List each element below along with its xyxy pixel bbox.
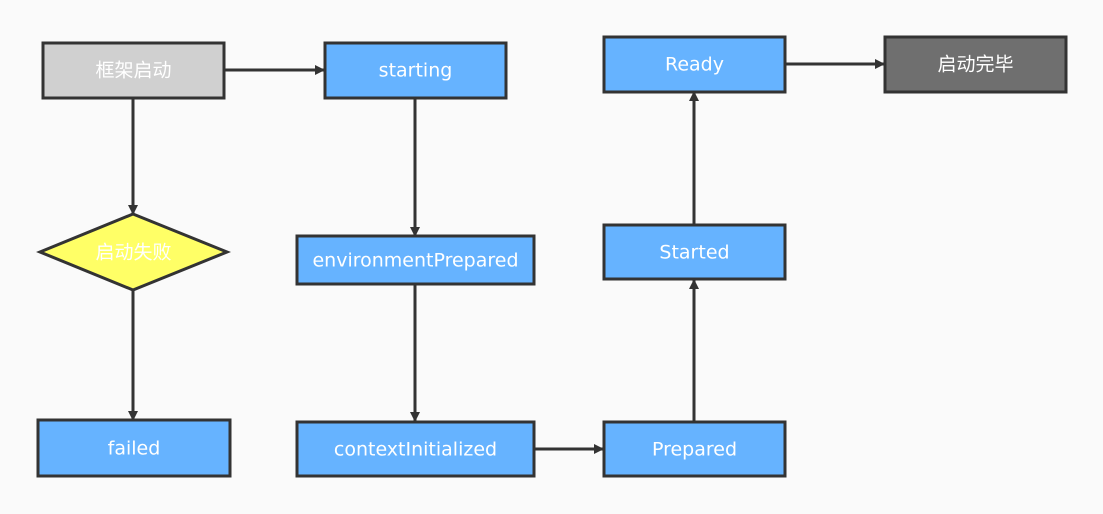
- node-framework-start: 框架启动: [41, 41, 226, 100]
- node-framework-start-label: 框架启动: [95, 60, 171, 82]
- node-startup-failed-diamond: [36, 212, 232, 292]
- node-started-box: [602, 223, 787, 281]
- node-startup-failed: 启动失败: [36, 212, 232, 292]
- node-context-initialized-box: [295, 420, 536, 478]
- node-starting-box: [323, 41, 508, 100]
- node-startup-complete: 启动完毕: [883, 35, 1068, 94]
- node-environment-prepared-box: [295, 234, 536, 286]
- node-ready-label: Ready: [665, 54, 724, 76]
- node-startup-complete-box: [883, 35, 1068, 94]
- node-prepared: Prepared: [602, 420, 787, 478]
- node-ready-box: [602, 35, 787, 94]
- node-started: Started: [602, 223, 787, 281]
- node-prepared-box: [602, 420, 787, 478]
- edges-group: [128, 59, 885, 454]
- node-failed-box: [36, 418, 232, 478]
- node-framework-start-box: [41, 41, 226, 100]
- node-started-label: Started: [659, 242, 729, 264]
- node-environment-prepared: environmentPrepared: [295, 234, 536, 286]
- node-prepared-label: Prepared: [652, 439, 737, 461]
- node-starting-label: starting: [379, 60, 453, 82]
- node-startup-failed-label: 启动失败: [95, 242, 171, 264]
- node-failed-label: failed: [108, 438, 161, 460]
- node-environment-prepared-label: environmentPrepared: [312, 250, 518, 272]
- node-failed: failed: [36, 418, 232, 478]
- node-startup-complete-label: 启动完毕: [937, 54, 1013, 76]
- node-context-initialized-label: contextInitialized: [334, 439, 497, 461]
- nodes-group: 框架启动 starting Ready 启动完毕 启动失败: [36, 35, 1068, 478]
- node-starting: starting: [323, 41, 508, 100]
- node-ready: Ready: [602, 35, 787, 94]
- node-context-initialized: contextInitialized: [295, 420, 536, 478]
